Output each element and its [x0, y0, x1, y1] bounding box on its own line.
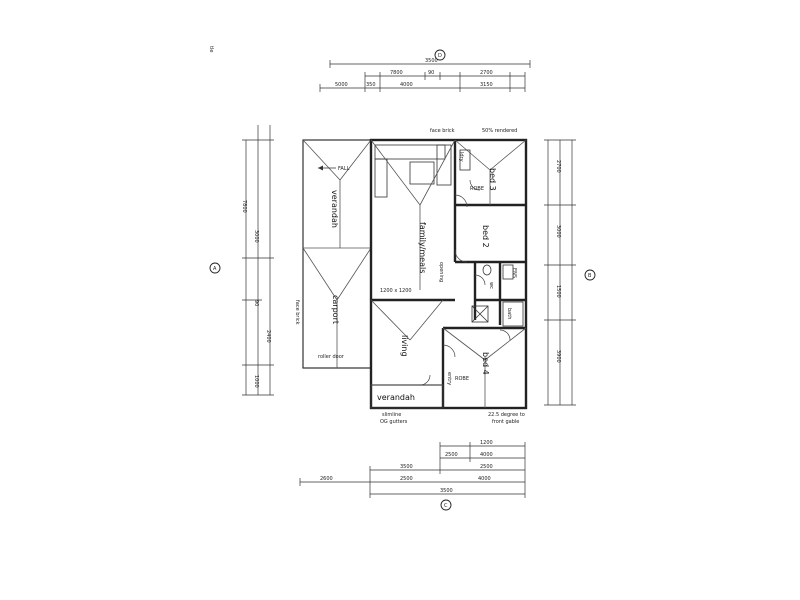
section-marker-left: A [209, 262, 221, 274]
bottom-dimensions: 1200 2500 4000 3500 2500 2600 2500 4000 … [299, 440, 526, 498]
room-label-ldry: ldry [458, 152, 464, 162]
note-robe-bed4: ROBE [455, 376, 469, 382]
svg-text:3000: 3000 [253, 230, 259, 243]
note-roller-door: roller door [318, 354, 345, 360]
svg-text:1500: 1500 [555, 285, 561, 298]
svg-text:350: 350 [366, 82, 376, 88]
front-verandah [370, 384, 444, 409]
svg-text:3000: 3000 [555, 225, 561, 238]
fall-arrowhead [318, 165, 323, 171]
svg-text:4000: 4000 [478, 476, 491, 482]
room-label-bed-2: bed 2 [481, 225, 490, 248]
svg-text:1200: 1200 [480, 440, 493, 446]
svg-text:7800: 7800 [390, 70, 403, 76]
section-marker-bottom: C [440, 499, 452, 511]
note-lower-right: 22.5 degree to [488, 412, 525, 418]
svg-text:3500: 3500 [400, 464, 413, 470]
corner-note: tle [208, 46, 214, 52]
doors [419, 179, 511, 386]
svg-text:4000: 4000 [400, 82, 413, 88]
svg-text:90: 90 [253, 300, 259, 306]
note-window: 1200 x 1200 [380, 288, 412, 294]
wet-area-fixtures [459, 149, 524, 327]
note-lower-left-2: OG gutters [380, 419, 408, 425]
svg-text:3500: 3500 [440, 488, 453, 494]
room-label-living: living [400, 335, 409, 357]
svg-text:90: 90 [428, 70, 434, 76]
left-dimensions: 7800 3000 90 2400 1000 [241, 125, 274, 396]
svg-text:2500: 2500 [400, 476, 413, 482]
room-label-wc: wc [488, 282, 494, 289]
carport-verandah-wing [302, 139, 372, 369]
svg-text:A: A [213, 266, 217, 272]
roof-lines [370, 139, 527, 408]
svg-text:2700: 2700 [480, 70, 493, 76]
svg-text:3150: 3150 [480, 82, 493, 88]
note-lower-left: slimline [382, 412, 401, 418]
room-label-bed-4: bed 4 [481, 352, 490, 375]
room-label-entry: entry [446, 372, 452, 385]
svg-text:2600: 2600 [320, 476, 333, 482]
svg-text:7800: 7800 [241, 200, 247, 213]
fall-label: FALL [338, 166, 350, 172]
svg-text:2400: 2400 [265, 330, 271, 343]
room-label-family-meals: family/meals [418, 222, 427, 273]
room-label-verandah-side: verandah [330, 190, 339, 228]
svg-text:3500: 3500 [425, 58, 438, 64]
note-opening: opening [438, 262, 444, 282]
top-dimensions: 3500 7800 90 2700 5000 350 4000 3150 [319, 58, 531, 92]
section-marker-top: D [434, 49, 446, 61]
room-label-bath: bath [506, 308, 512, 319]
note-robe-bed3: ROBE [470, 186, 484, 192]
svg-text:2500: 2500 [480, 464, 493, 470]
svg-text:2500: 2500 [445, 452, 458, 458]
svg-text:B: B [588, 273, 592, 279]
room-label-bed-3: bed 3 [488, 168, 497, 191]
note-side: face brick [294, 300, 300, 325]
svg-text:2700: 2700 [555, 160, 561, 173]
room-label-verandah-front: verandah [377, 393, 415, 402]
svg-text:1000: 1000 [253, 375, 259, 388]
svg-text:3900: 3900 [555, 350, 561, 363]
room-label-carport: carport [331, 295, 340, 324]
svg-text:C: C [444, 503, 448, 509]
note-ensuite: ENS [511, 268, 517, 278]
note-lower-right-2: front gable [492, 419, 519, 425]
note-top-2: 50% rendered [482, 128, 517, 134]
section-marker-right: B [584, 269, 596, 281]
right-dimensions: 2700 3000 1500 3900 [544, 139, 576, 406]
svg-text:D: D [438, 53, 442, 59]
note-top: face brick [430, 128, 455, 134]
svg-text:4000: 4000 [480, 452, 493, 458]
svg-text:5000: 5000 [335, 82, 348, 88]
